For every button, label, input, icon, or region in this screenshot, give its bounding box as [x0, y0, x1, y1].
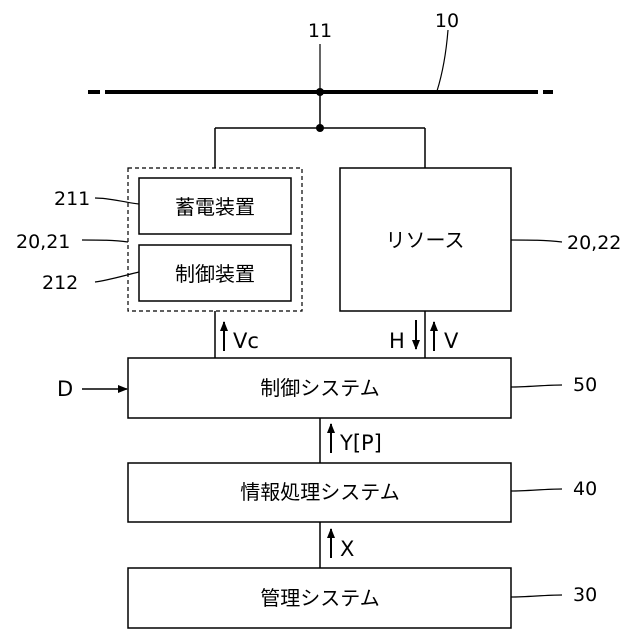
management-system-label: 管理システム [260, 586, 379, 610]
leader-management [511, 595, 562, 597]
label-control-system: 50 [573, 374, 597, 396]
label-info-system: 40 [573, 478, 597, 500]
controller-device-label: 制御装置 [175, 262, 255, 286]
label-group: 20,21 [16, 231, 70, 253]
signal-yp: Y[P] [339, 431, 382, 455]
control-system-label: 制御システム [260, 376, 379, 400]
label-controller: 212 [42, 272, 78, 294]
storage-device-label: 蓄電装置 [175, 195, 255, 219]
label-node: 11 [308, 20, 332, 42]
leader-control-system [511, 385, 562, 387]
leader-resource [511, 240, 562, 242]
label-bus: 10 [435, 10, 459, 32]
info-system-label: 情報処理システム [240, 480, 399, 504]
leader-storage [95, 198, 139, 204]
label-resource: 20,22 [567, 232, 621, 254]
signal-vc: Vc [233, 329, 259, 353]
resource-label: リソース [386, 228, 465, 252]
signal-d: D [57, 377, 73, 401]
leader-controller [95, 272, 139, 282]
leader-bus [437, 30, 448, 91]
signal-h: H [389, 329, 405, 353]
leader-info-system [511, 489, 562, 491]
label-management: 30 [573, 584, 597, 606]
leader-group [82, 240, 128, 242]
label-storage: 211 [54, 188, 90, 210]
signal-x: X [340, 537, 354, 561]
signal-v: V [444, 329, 459, 353]
